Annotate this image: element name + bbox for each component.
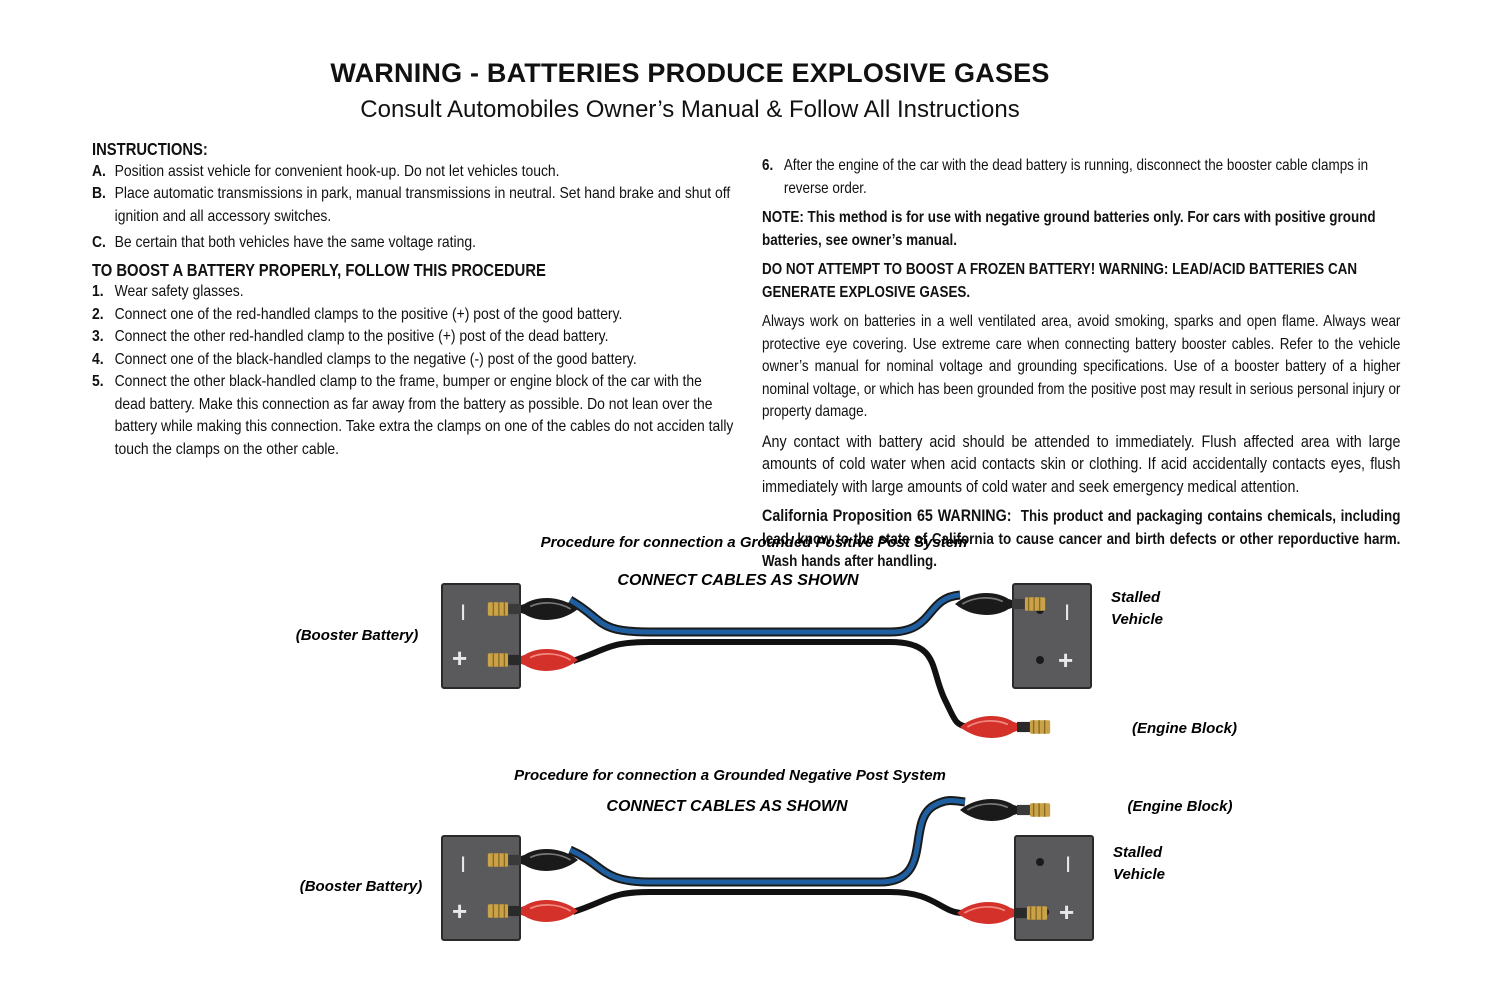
step-5: 5. Connect the other black-handled clamp … [92, 371, 736, 461]
note-text: NOTE: This method is for use with negati… [762, 209, 1376, 249]
stalled-vehicle-label: Stalled [1111, 589, 1161, 606]
prop65-warning: California Proposition 65 WARNING: This … [762, 505, 1400, 574]
step-label: 3. [92, 328, 104, 345]
jumper-cable-diagrams: Procedure for connection a Grounded Posi… [296, 534, 1237, 941]
positive-symbol: + [1058, 645, 1073, 675]
booster-battery-label: (Booster Battery) [300, 878, 423, 895]
step-label: 5. [92, 373, 104, 390]
frozen-warning: DO NOT ATTEMPT TO BOOST A FROZEN BATTERY… [762, 261, 1358, 301]
instruction-text: Be certain that both vehicles have the s… [114, 234, 476, 251]
diagram-title: Procedure for connection a Grounded Nega… [514, 767, 946, 784]
positive-symbol: + [1059, 897, 1074, 927]
right-column: 6. After the engine of the car with the d… [762, 155, 1400, 574]
step-text: Connect one of the red-handled clamps to… [114, 305, 623, 323]
instruction-text: Position assist vehicle for convenient h… [114, 162, 560, 180]
instruction-c: C. Be certain that both vehicles have the… [92, 232, 736, 255]
stalled-vehicle-label: Stalled [1113, 844, 1163, 861]
stalled-vehicle-label: Vehicle [1111, 611, 1163, 628]
step-2: 2. Connect one of the red-handled clamps … [92, 304, 736, 327]
acid-paragraph: Any contact with battery acid should be … [762, 431, 1401, 496]
negative-symbol: I [460, 600, 466, 625]
step-4: 4. Connect one of the black-handled clamp… [92, 349, 736, 372]
step-label: 1. [92, 283, 104, 300]
safety-paragraph: Always work on batteries in a well venti… [762, 313, 1401, 420]
step-text: Connect the other black-handled clamp to… [114, 373, 734, 458]
negative-symbol: I [1065, 852, 1071, 877]
stalled-vehicle-label: Vehicle [1113, 866, 1165, 883]
step-text: After the engine of the car with the dea… [783, 157, 1369, 197]
warning-title: WARNING - BATTERIES PRODUCE EXPLOSIVE GA… [330, 58, 1050, 88]
black-clamp-icon [960, 798, 1052, 822]
engine-block-label: (Engine Block) [1127, 798, 1232, 815]
instruction-a: A. Position assist vehicle for convenient… [92, 161, 736, 184]
negative-symbol: I [460, 852, 466, 877]
connect-instruction: CONNECT CABLES AS SHOWN [606, 798, 848, 815]
step-3: 3. Connect the other red-handled clamp to… [92, 326, 736, 349]
step-text: Connect one of the black-handled clamps … [114, 350, 637, 368]
blue-cable [569, 798, 966, 885]
step-6: 6. After the engine of the car with the d… [762, 155, 1400, 200]
procedure-heading: TO BOOST A BATTERY PROPERLY, FOLLOW THIS… [92, 259, 546, 280]
red-clamp-icon [960, 715, 1052, 739]
step-1: 1. Wear safety glasses. [92, 281, 736, 304]
instruction-label: C. [92, 234, 106, 251]
instructions-heading: INSTRUCTIONS: [92, 139, 208, 159]
battery-post [1036, 656, 1044, 664]
blue-cable [568, 592, 961, 635]
black-cable [572, 889, 963, 916]
connect-instruction: CONNECT CABLES AS SHOWN [617, 572, 859, 589]
warning-subtitle: Consult Automobiles Owner’s Manual & Fol… [360, 96, 1020, 123]
instruction-text: Place automatic transmissions in park, m… [114, 185, 731, 225]
prop65-text: This product and packaging contains chem… [762, 508, 1401, 570]
step-label: 2. [92, 305, 104, 323]
left-column: INSTRUCTIONS: A. Position assist vehicle … [92, 138, 736, 461]
positive-symbol: + [452, 643, 467, 673]
step-text: Connect the other red-handled clamp to t… [114, 328, 609, 345]
step-text: Wear safety glasses. [114, 283, 244, 300]
instruction-label: A. [92, 162, 106, 180]
positive-symbol: + [452, 896, 467, 926]
diagram-title: Procedure for connection a Grounded Posi… [541, 534, 968, 551]
step-label: 4. [92, 350, 104, 368]
negative-symbol: I [1064, 600, 1070, 625]
prop65-label: California Proposition 65 WARNING: [762, 506, 1012, 525]
black-cable [572, 639, 969, 730]
instruction-label: B. [92, 185, 106, 202]
stalled-battery [1014, 835, 1094, 941]
booster-battery-label: (Booster Battery) [296, 627, 419, 644]
engine-block-label: (Engine Block) [1132, 720, 1237, 737]
step-label: 6. [762, 157, 774, 174]
grounded-negative-diagram: Procedure for connection a Grounded Nega… [300, 767, 1233, 941]
instruction-b: B. Place automatic transmissions in park,… [92, 183, 736, 228]
grounded-positive-diagram: Procedure for connection a Grounded Posi… [296, 534, 1237, 739]
battery-post [1036, 858, 1044, 866]
blue-cable-outline [567, 590, 961, 637]
